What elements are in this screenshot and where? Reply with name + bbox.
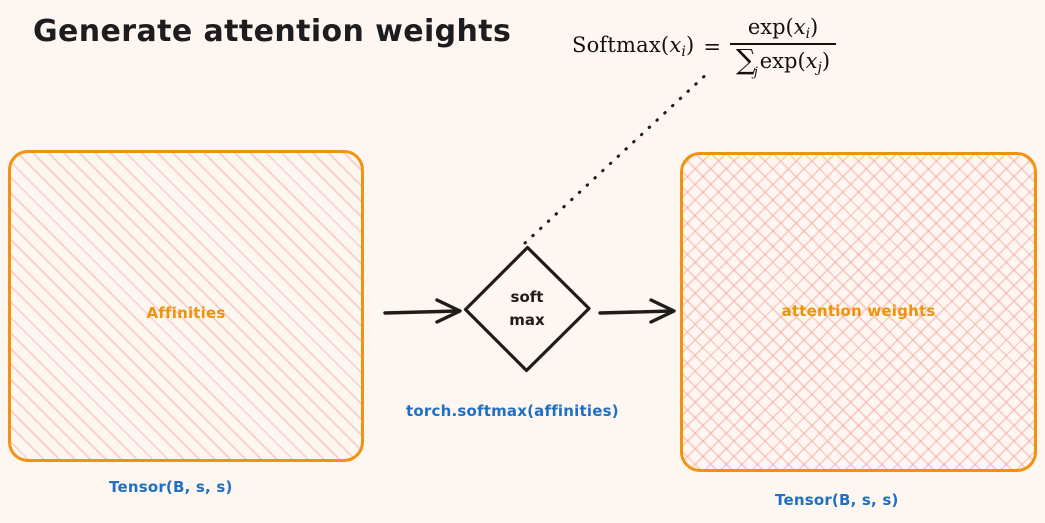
softmax-formula: Softmax(xi) = exp(xi) ∑jexp(xj) [572,15,837,79]
formula-lhs: Softmax(xi) [572,33,695,61]
caption-tensor-attention-weights: Tensor(B, s, s) [775,491,899,509]
formula-denominator: ∑jexp(xj) [736,43,831,79]
formula-lhs-arg: x [669,33,682,58]
tensor-box-attention-weights-label: attention weights [781,302,936,320]
formula-sum-index: j [753,63,758,79]
formula-fraction-bar [730,43,837,46]
summation-icon: ∑ [736,43,756,77]
formula-lhs-function: Softmax [572,33,661,58]
formula-equals: = [703,34,722,59]
softmax-label-line2: max [509,311,545,329]
formula-den-fn: exp [759,49,798,74]
formula-lhs-sub: i [681,44,687,61]
caption-tensor-affinities: Tensor(B, s, s) [109,478,233,496]
softmax-label-line1: soft [510,287,544,306]
arrow-affinities-to-softmax [383,298,462,324]
formula-den-sub: j [817,59,822,76]
formula-den-arg: x [805,49,818,74]
formula-num-arg: x [793,15,806,39]
formula-fraction: exp(xi) ∑jexp(xj) [730,15,837,79]
tensor-box-affinities: Affinities [8,150,364,462]
formula-num-sub: i [805,25,811,42]
softmax-node-label: soft max [463,245,591,373]
caption-softmax-operation: torch.softmax(affinities) [406,402,619,420]
formula-num-fn: exp [747,15,786,39]
formula-numerator: exp(xi) [747,15,819,42]
tensor-box-affinities-label: Affinities [146,304,226,322]
arrow-softmax-to-attention [598,298,676,324]
page-title: Generate attention weights [33,14,512,49]
softmax-node: soft max [463,245,591,373]
tensor-box-attention-weights: attention weights [680,152,1037,472]
diamond-shape-icon [463,245,591,373]
